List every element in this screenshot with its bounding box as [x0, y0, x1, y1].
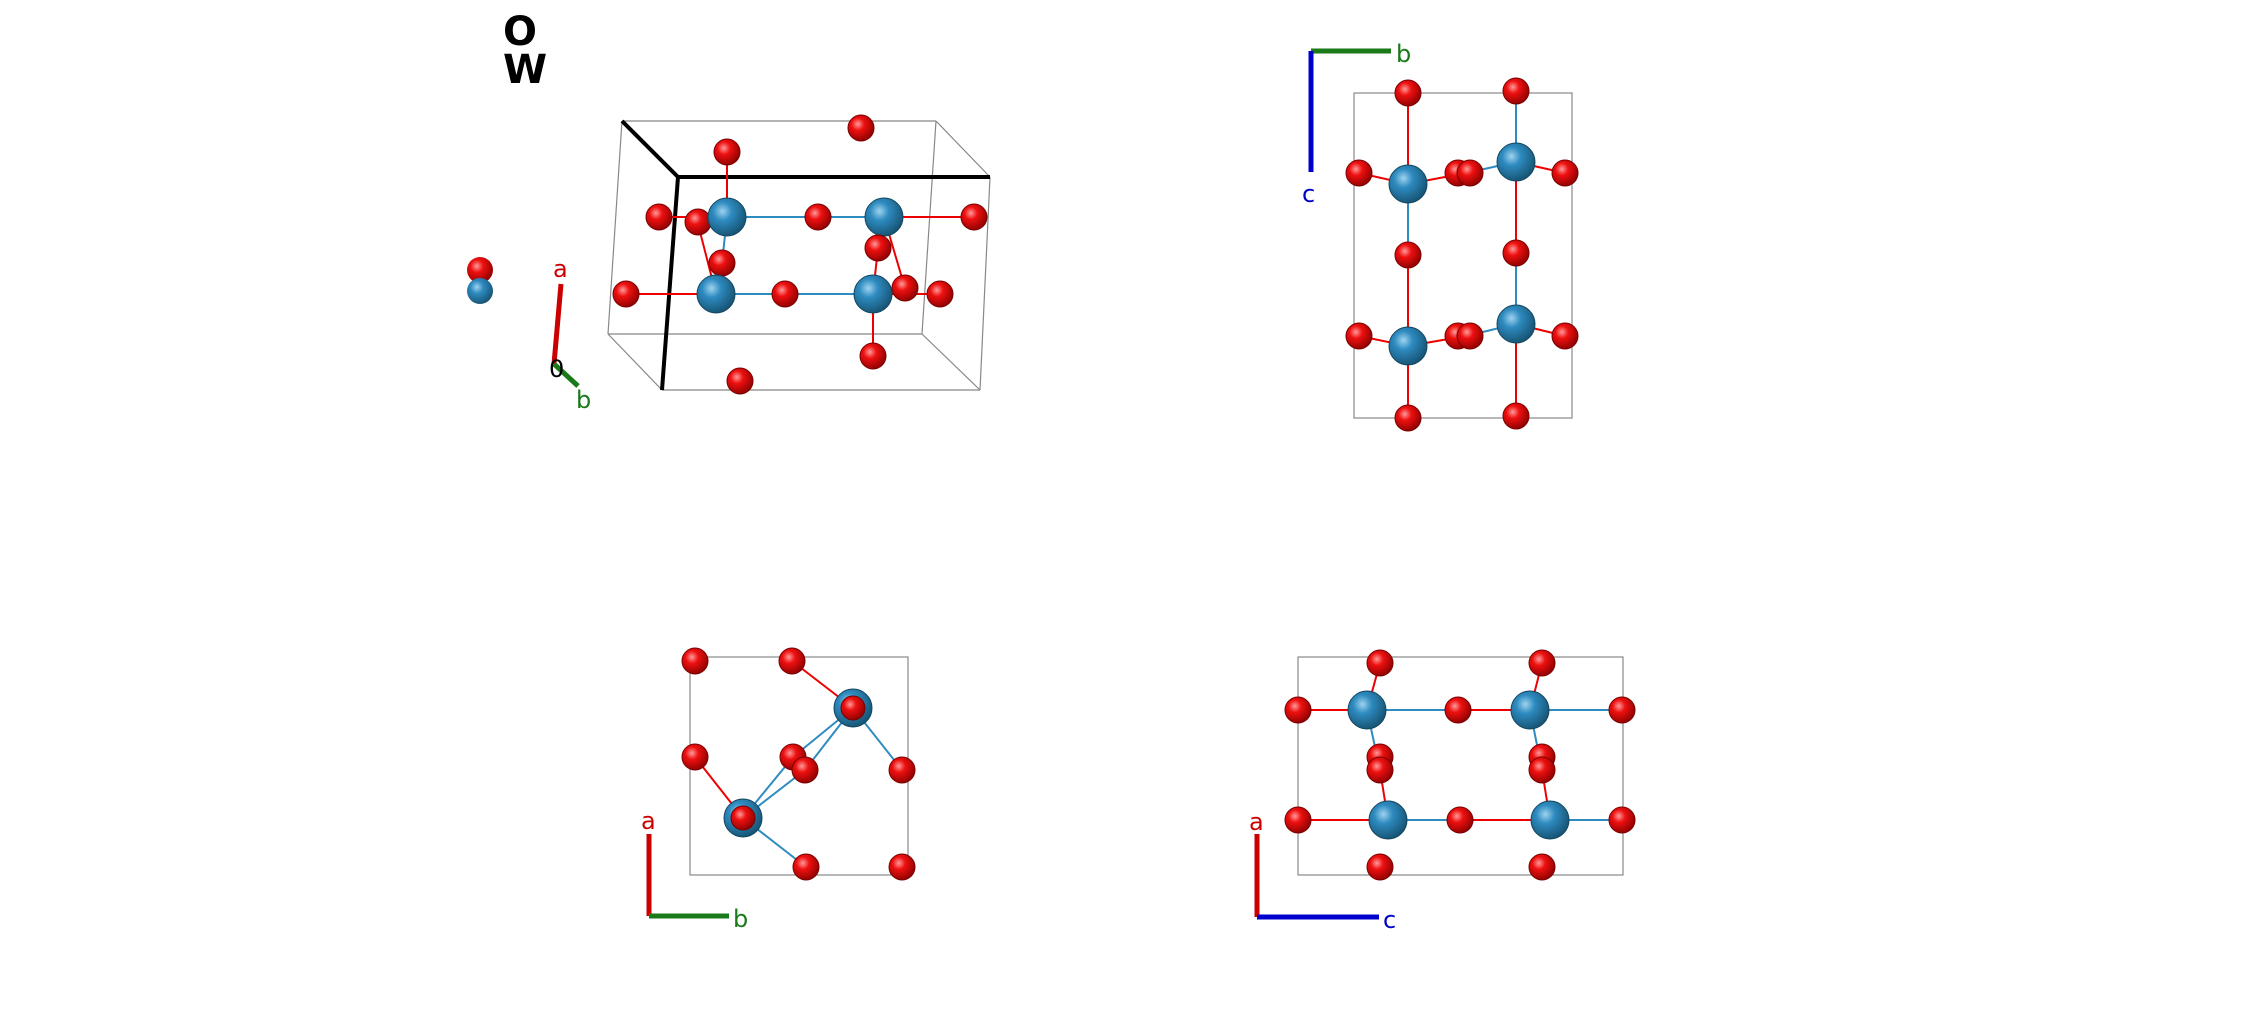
unit-cell	[1353, 92, 1573, 419]
oxygen-atom	[888, 756, 916, 784]
oxygen-atom	[1394, 79, 1422, 107]
oxygen-atom	[1394, 241, 1422, 269]
unit-cell	[1297, 656, 1624, 876]
oxygen-atom	[730, 805, 756, 831]
axis-label-b: b	[1396, 40, 1411, 68]
tungsten-atom	[853, 274, 893, 314]
tungsten-atom	[1368, 800, 1408, 840]
perspective-view: 0 a b	[549, 114, 991, 414]
oxygen-atom	[804, 203, 832, 231]
legend-oxygen-atom	[467, 257, 493, 283]
oxygen-atom	[859, 342, 887, 370]
oxygen-atom	[713, 138, 741, 166]
oxygen-atom	[888, 853, 916, 881]
axis-label-a: a	[553, 255, 568, 283]
view-ac: a c	[1249, 649, 1636, 934]
tungsten-atom	[1496, 304, 1536, 344]
legend-oxygen-label: O	[503, 9, 538, 55]
axis-triad: a b	[641, 807, 748, 933]
cell-edges-front	[620, 119, 990, 391]
atoms	[681, 647, 916, 881]
oxygen-atom	[681, 743, 709, 771]
legend-atoms	[467, 257, 493, 304]
oxygen-atom	[1528, 853, 1556, 881]
atoms	[1284, 649, 1636, 881]
bonds	[1298, 662, 1622, 821]
oxygen-atom	[1345, 159, 1373, 187]
oxygen-atom	[778, 647, 806, 675]
oxygen-atom	[1608, 806, 1636, 834]
oxygen-atom	[791, 756, 819, 784]
axis-label-c: c	[1383, 906, 1396, 934]
oxygen-atom	[840, 695, 866, 721]
oxygen-atom	[864, 234, 892, 262]
tungsten-atom	[707, 197, 747, 237]
atoms	[1345, 77, 1579, 432]
legend-tungsten-atom	[467, 278, 493, 304]
oxygen-atom	[708, 249, 736, 277]
oxygen-atom	[1446, 806, 1474, 834]
oxygen-atom	[1284, 696, 1312, 724]
tungsten-atom	[1388, 164, 1428, 204]
view-ab: a b	[641, 647, 916, 933]
oxygen-atom	[726, 367, 754, 395]
oxygen-atom	[1366, 756, 1394, 784]
oxygen-atom	[960, 203, 988, 231]
oxygen-atom	[1456, 159, 1484, 187]
unit-cell	[607, 120, 991, 391]
oxygen-atom	[681, 647, 709, 675]
oxygen-atom	[926, 280, 954, 308]
view-bc: b c	[1302, 40, 1579, 432]
axis-label-b: b	[576, 386, 591, 414]
oxygen-atom	[1502, 77, 1530, 105]
legend-tungsten-label: W	[503, 47, 548, 93]
oxygen-atom	[1608, 696, 1636, 724]
oxygen-atom	[792, 853, 820, 881]
tungsten-atom	[1496, 142, 1536, 182]
oxygen-atom	[1284, 806, 1312, 834]
tungsten-atom	[1347, 690, 1387, 730]
tungsten-atom	[1530, 800, 1570, 840]
oxygen-atom	[1456, 322, 1484, 350]
oxygen-atom	[1366, 649, 1394, 677]
oxygen-atom	[847, 114, 875, 142]
oxygen-atom	[1551, 159, 1579, 187]
tungsten-atom	[1510, 690, 1550, 730]
oxygen-atom	[771, 280, 799, 308]
axis-label-b: b	[733, 905, 748, 933]
axis-label-origin: 0	[549, 355, 564, 383]
axis-label-a: a	[641, 807, 656, 835]
axis-triad: b c	[1302, 40, 1411, 208]
oxygen-atom	[891, 274, 919, 302]
bonds	[1358, 91, 1566, 418]
axis-triad: 0 a b	[549, 255, 591, 414]
axis-label-c: c	[1302, 180, 1315, 208]
oxygen-atom	[1528, 649, 1556, 677]
oxygen-atom	[1502, 402, 1530, 430]
oxygen-atom	[1551, 322, 1579, 350]
oxygen-atom	[1345, 322, 1373, 350]
tungsten-atom	[864, 197, 904, 237]
oxygen-atom	[645, 203, 673, 231]
oxygen-atom	[1528, 756, 1556, 784]
tungsten-atom	[696, 274, 736, 314]
axis-label-a: a	[1249, 808, 1264, 836]
oxygen-atom	[1394, 404, 1422, 432]
oxygen-atom	[612, 280, 640, 308]
atoms	[612, 114, 988, 395]
axis-triad: a c	[1249, 808, 1396, 934]
oxygen-atom	[1444, 696, 1472, 724]
tungsten-atom	[1388, 326, 1428, 366]
oxygen-atom	[684, 208, 712, 236]
oxygen-atom	[1366, 853, 1394, 881]
oxygen-atom	[1502, 239, 1530, 267]
